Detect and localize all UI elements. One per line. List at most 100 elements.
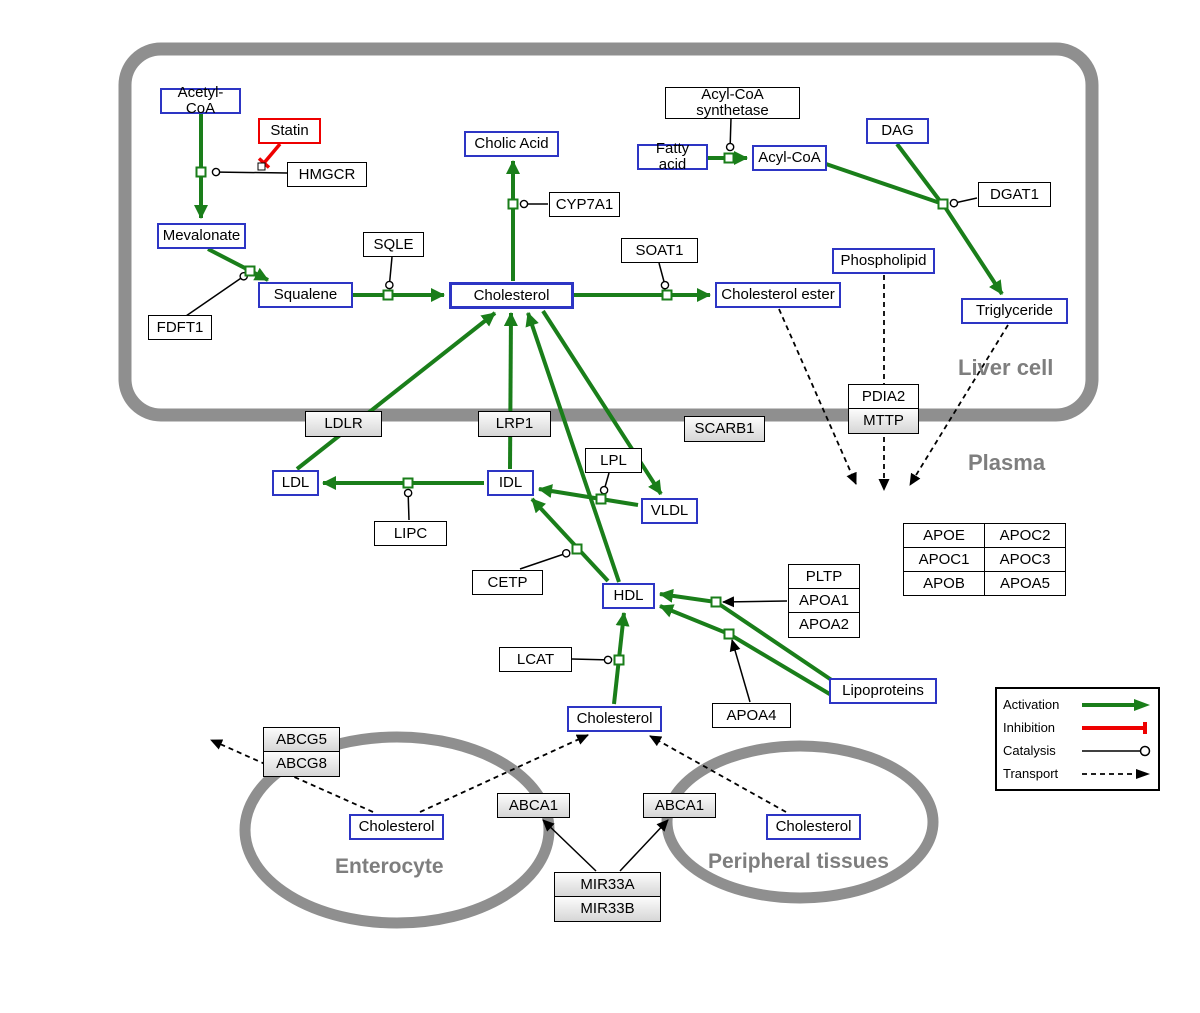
- legend-row-activation: Activation: [1003, 693, 1152, 716]
- edge-pltp-apoa-group: [722, 596, 788, 608]
- edge-enterocyte-cholesterol-efflux-abcg: [210, 739, 374, 813]
- edge-fdft1-catalysis: [185, 271, 249, 317]
- edge-acylcoa-to-triglyceride: [825, 162, 1004, 296]
- edge-soat1-catalysis: [658, 262, 670, 290]
- transport-edges: [210, 275, 1009, 813]
- edge-enterocyte-cholesterol-to-plasma: [419, 734, 589, 813]
- legend-activation-label: Activation: [1003, 697, 1060, 712]
- node-lrp1[interactable]: LRP1: [478, 411, 551, 437]
- node-cholesterol-peripheral[interactable]: Cholesterol: [766, 814, 861, 840]
- node-mttp[interactable]: MTTP: [848, 408, 919, 434]
- node-lcat[interactable]: LCAT: [499, 647, 572, 672]
- node-abcg8[interactable]: ABCG8: [263, 751, 340, 777]
- node-apob[interactable]: APOB: [903, 571, 985, 596]
- edge-vldl-to-idl: [538, 484, 639, 507]
- node-hmgcr[interactable]: HMGCR: [287, 162, 367, 187]
- edge-dag-to-dgat1-node: [895, 142, 942, 203]
- node-pltp[interactable]: PLTP: [788, 564, 860, 589]
- node-apoe[interactable]: APOE: [903, 523, 985, 548]
- node-statin[interactable]: Statin: [258, 118, 321, 144]
- inhibition-tbar-icon: [1082, 721, 1147, 734]
- node-sqle[interactable]: SQLE: [363, 232, 424, 257]
- node-acyl-coa-synthetase[interactable]: Acyl-CoA synthetase: [665, 87, 800, 119]
- node-cyp7a1[interactable]: CYP7A1: [549, 192, 620, 217]
- node-dgat1[interactable]: DGAT1: [978, 182, 1051, 207]
- node-apoc1[interactable]: APOC1: [903, 547, 985, 572]
- edge-apoa4: [729, 639, 751, 703]
- node-idl[interactable]: IDL: [487, 470, 534, 496]
- transport-dashed-arrow-icon: [1082, 768, 1150, 779]
- enterocyte-label: Enterocyte: [335, 855, 444, 878]
- node-cholesterol-ester[interactable]: Cholesterol ester: [715, 282, 841, 308]
- node-cholesterol-liver[interactable]: Cholesterol: [449, 282, 574, 309]
- node-lpl[interactable]: LPL: [585, 448, 642, 473]
- node-cholesterol-plasma[interactable]: Cholesterol: [567, 706, 662, 732]
- inhibition-anchor-square: [257, 162, 266, 171]
- node-hdl[interactable]: HDL: [602, 583, 655, 609]
- edge-hdl-to-cholesterol: [525, 312, 621, 583]
- node-apoa4[interactable]: APOA4: [712, 703, 791, 728]
- plasma-label: Plasma: [968, 450, 1046, 475]
- node-soat1[interactable]: SOAT1: [621, 238, 698, 263]
- legend: Activation Inhibition Catalysis Transpor…: [995, 687, 1160, 791]
- catalysis-edges: [185, 117, 978, 872]
- catalysis-circle-icon: [1082, 745, 1151, 756]
- edge-cetp-catalysis: [519, 548, 571, 570]
- legend-row-catalysis: Catalysis: [1003, 739, 1152, 762]
- node-abca1-left[interactable]: ABCA1: [497, 793, 570, 818]
- liver-cell-label: Liver cell: [958, 355, 1054, 380]
- edge-dgat1-catalysis: [949, 197, 978, 208]
- node-lipoproteins[interactable]: Lipoproteins: [829, 678, 937, 704]
- node-ldl[interactable]: LDL: [272, 470, 319, 496]
- edge-mir33-to-abca1-right: [619, 819, 669, 872]
- node-mevalonate[interactable]: Mevalonate: [157, 223, 246, 249]
- activation-arrow-icon: [1082, 698, 1150, 711]
- node-mir33b[interactable]: MIR33B: [554, 896, 661, 922]
- node-scarb1[interactable]: SCARB1: [684, 416, 765, 442]
- node-ldlr[interactable]: LDLR: [305, 411, 382, 437]
- edge-lpl-catalysis: [599, 472, 610, 495]
- edge-triglyceride-secretion: [909, 324, 1009, 486]
- edge-mevalonate-to-squalene: [207, 247, 269, 282]
- edge-hdl-to-idl-cetp: [530, 497, 610, 583]
- statin-inhibition-line: [262, 142, 282, 165]
- node-fatty-acid[interactable]: Fatty acid: [637, 141, 708, 172]
- node-cetp[interactable]: CETP: [472, 570, 543, 595]
- node-apoa1[interactable]: APOA1: [788, 588, 860, 613]
- edge-hmgcr-catalysis: [211, 167, 288, 177]
- edge-lcat-catalysis: [571, 655, 613, 665]
- edge-sqle-catalysis: [385, 256, 394, 290]
- node-squalene[interactable]: Squalene: [258, 282, 353, 308]
- node-lipc[interactable]: LIPC: [374, 521, 447, 546]
- node-triglyceride[interactable]: Triglyceride: [961, 298, 1068, 324]
- node-apoa5[interactable]: APOA5: [984, 571, 1066, 596]
- node-vldl[interactable]: VLDL: [641, 498, 698, 524]
- legend-row-transport: Transport: [1003, 762, 1152, 785]
- node-acetyl-coa[interactable]: Acetyl-CoA: [160, 85, 241, 116]
- edge-acylcoa-synthetase-catalysis: [725, 117, 735, 152]
- node-cholic-acid[interactable]: Cholic Acid: [464, 131, 559, 157]
- legend-catalysis-label: Catalysis: [1003, 743, 1056, 758]
- node-pdia2[interactable]: PDIA2: [848, 384, 919, 409]
- peripheral-tissues-label: Peripheral tissues: [708, 850, 889, 873]
- node-phospholipid[interactable]: Phospholipid: [832, 248, 935, 274]
- node-dag[interactable]: DAG: [866, 118, 929, 144]
- liver-cell-membrane: [118, 42, 1099, 422]
- node-fdft1[interactable]: FDFT1: [148, 315, 212, 340]
- node-acyl-coa[interactable]: Acyl-CoA: [752, 145, 827, 171]
- node-abcg5[interactable]: ABCG5: [263, 727, 340, 752]
- edge-peripheral-cholesterol-to-plasma: [649, 735, 787, 813]
- node-apoa2[interactable]: APOA2: [788, 612, 860, 638]
- edge-cholesterolester-secretion: [778, 308, 857, 485]
- edge-lipc-catalysis: [403, 488, 413, 521]
- node-apoc3[interactable]: APOC3: [984, 547, 1066, 572]
- legend-transport-label: Transport: [1003, 766, 1059, 781]
- node-abca1-right[interactable]: ABCA1: [643, 793, 716, 818]
- node-mir33a[interactable]: MIR33A: [554, 872, 661, 897]
- edge-ldl-to-cholesterol: [295, 311, 497, 471]
- node-apoc2[interactable]: APOC2: [984, 523, 1066, 548]
- node-cholesterol-enterocyte[interactable]: Cholesterol: [349, 814, 444, 840]
- edge-idl-to-cholesterol: [503, 312, 518, 470]
